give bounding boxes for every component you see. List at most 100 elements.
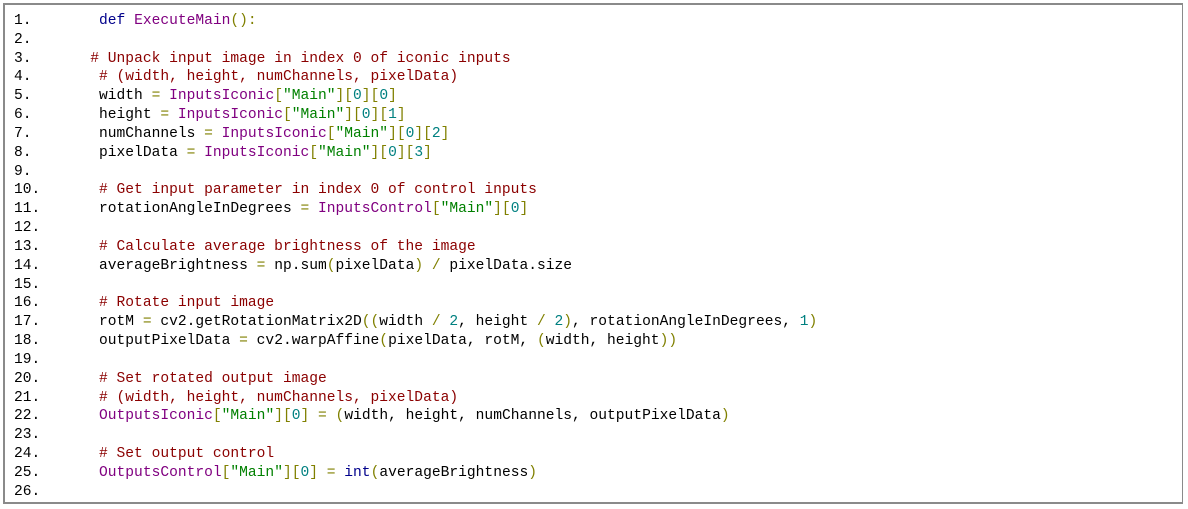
number-literal: 0 <box>388 144 397 161</box>
comment: # Rotate input image <box>99 295 275 312</box>
identifier-call: OutputsControl <box>99 464 222 481</box>
code-line: 20. # Set rotated output image <box>14 370 817 389</box>
punctuation: )) <box>659 333 678 350</box>
code-line: 25. OutputsControl["Main"][0] = int(aver… <box>14 464 817 483</box>
line-number: 21. <box>14 389 41 406</box>
punctuation: ( <box>536 333 546 350</box>
punctuation: ][ <box>370 144 389 161</box>
code-block: 1. def ExecuteMain():2.3. # Unpack input… <box>14 12 817 502</box>
code-line: 18. outputPixelData = cv2.warpAffine(pix… <box>14 332 817 351</box>
code-text <box>64 408 99 424</box>
code-text <box>327 408 336 424</box>
punctuation: [ <box>431 201 441 218</box>
code-line: 15. <box>14 276 817 295</box>
code-line: 13. # Calculate average brightness of th… <box>14 238 817 257</box>
line-number: 15. <box>14 276 41 293</box>
line-number: 13. <box>14 238 41 255</box>
code-text <box>64 69 99 85</box>
number-literal: 1 <box>388 107 397 124</box>
line-source: outputPixelData = cv2.warpAffine(pixelDa… <box>64 332 677 351</box>
code-line: 22. OutputsIconic["Main"][0] = (width, h… <box>14 407 817 426</box>
operator: = <box>300 201 310 218</box>
number-literal: 1 <box>799 314 809 331</box>
comment: # Unpack input image in index 0 of iconi… <box>90 50 511 67</box>
punctuation: ] <box>396 107 406 124</box>
line-source: # Rotate input image <box>64 294 274 313</box>
code-text <box>336 465 345 481</box>
code-line: 19. <box>14 351 817 370</box>
punctuation: ][ <box>361 88 380 105</box>
operator: = <box>186 144 196 161</box>
code-line: 10. # Get input parameter in index 0 of … <box>14 181 817 200</box>
punctuation: ][ <box>370 107 389 124</box>
line-number: 1. <box>14 13 32 29</box>
code-line: 6. height = InputsIconic["Main"][0][1] <box>14 106 817 125</box>
line-number: 22. <box>14 408 41 425</box>
operator: / <box>536 314 546 331</box>
line-source: numChannels = InputsIconic["Main"][0][2] <box>64 125 449 144</box>
identifier-call: ExecuteMain <box>134 13 231 29</box>
code-text <box>169 107 178 123</box>
identifier-call: OutputsIconic <box>99 408 213 425</box>
code-text: outputPixelData <box>64 333 240 350</box>
line-number: 8. <box>14 144 32 161</box>
code-line: 14. averageBrightness = np.sum(pixelData… <box>14 257 817 276</box>
operator: = <box>239 333 248 350</box>
operator: = <box>318 408 327 425</box>
code-text: numChannels <box>64 125 205 142</box>
punctuation: ][ <box>335 88 354 105</box>
operator: / <box>431 257 441 274</box>
code-text: cv2.warpAffine <box>247 333 380 350</box>
code-text <box>309 408 318 424</box>
code-text: rotationAngleInDegrees <box>64 201 301 218</box>
code-text <box>195 145 204 161</box>
number-literal: 0 <box>353 88 362 105</box>
line-source: # (width, height, numChannels, pixelData… <box>64 68 458 87</box>
code-line: 7. numChannels = InputsIconic["Main"][0]… <box>14 125 817 144</box>
code-line: 17. rotM = cv2.getRotationMatrix2D((widt… <box>14 313 817 332</box>
code-text <box>64 390 99 406</box>
line-number: 3. <box>14 50 32 67</box>
punctuation: (( <box>361 314 380 331</box>
line-source: pixelData = InputsIconic["Main"][0][3] <box>64 144 432 163</box>
code-line: 26. <box>14 483 817 502</box>
number-literal: 0 <box>300 464 310 481</box>
punctuation: [ <box>274 88 283 105</box>
line-source: # Get input parameter in index 0 of cont… <box>64 181 537 200</box>
line-number: 10. <box>14 182 41 199</box>
punctuation: ( <box>335 408 345 425</box>
operator: / <box>431 314 441 331</box>
punctuation: ][ <box>493 201 511 218</box>
punctuation: ] <box>388 88 397 105</box>
punctuation: ][ <box>282 464 301 481</box>
operator: = <box>256 257 266 274</box>
code-line: 8. pixelData = InputsIconic["Main"][0][3… <box>14 144 817 163</box>
code-text <box>64 446 99 462</box>
line-number: 23. <box>14 427 41 444</box>
code-listing-panel: 1. def ExecuteMain():2.3. # Unpack input… <box>3 3 1183 504</box>
line-number: 12. <box>14 220 41 237</box>
code-text <box>423 258 432 274</box>
identifier-call: InputsIconic <box>204 144 310 161</box>
punctuation: ( <box>326 257 336 274</box>
punctuation: [ <box>212 408 222 425</box>
code-text: averageBrightness <box>379 464 529 481</box>
number-literal: 3 <box>414 144 424 161</box>
number-literal: 0 <box>291 408 301 425</box>
number-literal: 2 <box>431 125 441 142</box>
line-source: # Set output control <box>64 445 274 464</box>
punctuation: ] <box>309 464 318 481</box>
line-number: 17. <box>14 314 41 331</box>
code-text <box>64 13 99 29</box>
punctuation: ] <box>440 125 450 142</box>
line-number: 20. <box>14 370 41 387</box>
punctuation: [ <box>309 144 318 161</box>
code-line: 3. # Unpack input image in index 0 of ic… <box>14 50 817 69</box>
code-text: rotM <box>64 314 143 331</box>
code-text: pixelData <box>335 257 415 274</box>
punctuation: ( <box>370 464 380 481</box>
code-text: averageBrightness <box>64 257 257 274</box>
comment: # Set rotated output image <box>99 370 327 387</box>
code-line: 16. # Rotate input image <box>14 294 817 313</box>
code-line: 12. <box>14 219 817 238</box>
